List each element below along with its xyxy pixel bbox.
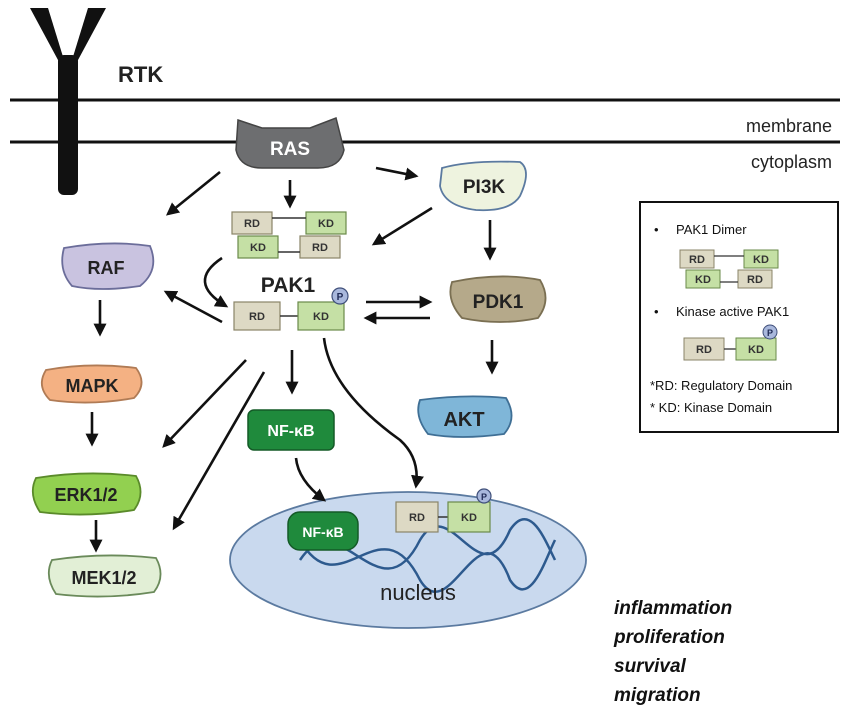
- arrow-dimer-active: [203, 256, 229, 308]
- phospho-icon: [762, 324, 778, 340]
- nfkb-nucleus-node: NF-κB: [287, 511, 359, 551]
- outcome-proliferation: proliferation: [613, 627, 725, 648]
- mapk-node: MAPK: [40, 364, 143, 404]
- nfkb-label: NF-κB: [267, 423, 314, 440]
- svg-text:KD: KD: [313, 311, 329, 323]
- arrow-pak1-nucleus: [322, 337, 424, 489]
- svg-text:RD: RD: [696, 344, 712, 356]
- pdk1-label: PDK1: [473, 292, 524, 313]
- pak1-label: PAK1: [261, 274, 316, 297]
- svg-text:KD: KD: [250, 242, 266, 254]
- rtk-label: RTK: [118, 62, 163, 87]
- arrow-nfkb-nucleus: [294, 457, 327, 502]
- nucleus-label: nucleus: [380, 580, 456, 605]
- pak1-dimer: RD KD KD RD: [231, 211, 347, 259]
- legend-active-icon: RD KD P: [683, 324, 778, 361]
- arrow-ras-pi3k: [375, 166, 419, 181]
- phospho-icon: [331, 287, 349, 305]
- svg-text:RD: RD: [244, 218, 260, 230]
- pi3k-label: PI3K: [463, 177, 506, 198]
- outcomes: inflammation proliferation survival migr…: [613, 598, 732, 706]
- outcome-migration: migration: [614, 685, 701, 706]
- nfkb-nucleus-label: NF-κB: [302, 524, 343, 540]
- svg-text:RD: RD: [689, 254, 705, 266]
- rtk-receptor-icon: [30, 8, 106, 195]
- legend-rd-def: *RD: Regulatory Domain: [650, 378, 792, 393]
- pathway-arrows: [85, 166, 499, 553]
- svg-text:RD: RD: [312, 242, 328, 254]
- nfkb-cytoplasm-node: NF-κB: [247, 409, 335, 451]
- svg-text:KD: KD: [695, 274, 711, 286]
- pak1-nucleus-active: RD KD P: [395, 488, 492, 533]
- outcome-survival: survival: [614, 656, 687, 677]
- outcome-inflammation: inflammation: [614, 598, 732, 619]
- pi3k-node: PI3K: [439, 160, 527, 212]
- legend-kd-def: * KD: Kinase Domain: [650, 400, 772, 415]
- legend-dimer-label: PAK1 Dimer: [676, 222, 747, 237]
- svg-text:•: •: [654, 304, 659, 319]
- arrow-pi3k-pak1: [371, 206, 433, 246]
- erk-label: ERK1/2: [54, 485, 117, 505]
- raf-label: RAF: [88, 258, 125, 278]
- legend-active-label: Kinase active PAK1: [676, 304, 789, 319]
- mapk-label: MAPK: [66, 376, 119, 396]
- akt-label: AKT: [443, 409, 484, 431]
- dna-strand-2: [298, 539, 557, 594]
- arrow-ras-raf: [165, 170, 221, 216]
- akt-node: AKT: [417, 395, 513, 438]
- svg-text:RD: RD: [409, 512, 425, 524]
- mek-node: MEK1/2: [47, 554, 162, 598]
- ras-label: RAS: [270, 139, 310, 160]
- arrow-pak1-raf: [163, 290, 223, 324]
- legend-dimer-icon: RD KD KD RD: [679, 249, 779, 289]
- raf-node: RAF: [61, 242, 155, 290]
- svg-text:KD: KD: [753, 254, 769, 266]
- svg-text:RD: RD: [747, 274, 763, 286]
- pak1-active: RD KD P: [233, 287, 349, 331]
- svg-text:RD: RD: [249, 311, 265, 323]
- svg-text:P: P: [767, 328, 773, 338]
- legend: • PAK1 Dimer RD KD KD RD • Kinase active…: [639, 201, 839, 433]
- ras-node: RAS: [235, 116, 345, 169]
- mek-label: MEK1/2: [71, 568, 136, 588]
- pdk1-node: PDK1: [449, 275, 547, 323]
- svg-text:KD: KD: [461, 512, 477, 524]
- membrane-label: membrane: [746, 116, 832, 136]
- arrow-pak1-erk: [162, 359, 247, 448]
- svg-text:•: •: [654, 222, 659, 237]
- svg-text:KD: KD: [748, 344, 764, 356]
- svg-text:KD: KD: [318, 218, 334, 230]
- erk-node: ERK1/2: [31, 472, 142, 516]
- svg-text:P: P: [481, 492, 487, 502]
- cytoplasm-label: cytoplasm: [751, 152, 832, 172]
- phospho-icon: [476, 488, 492, 504]
- arrow-pak1-mek: [172, 371, 266, 531]
- svg-text:P: P: [337, 292, 344, 303]
